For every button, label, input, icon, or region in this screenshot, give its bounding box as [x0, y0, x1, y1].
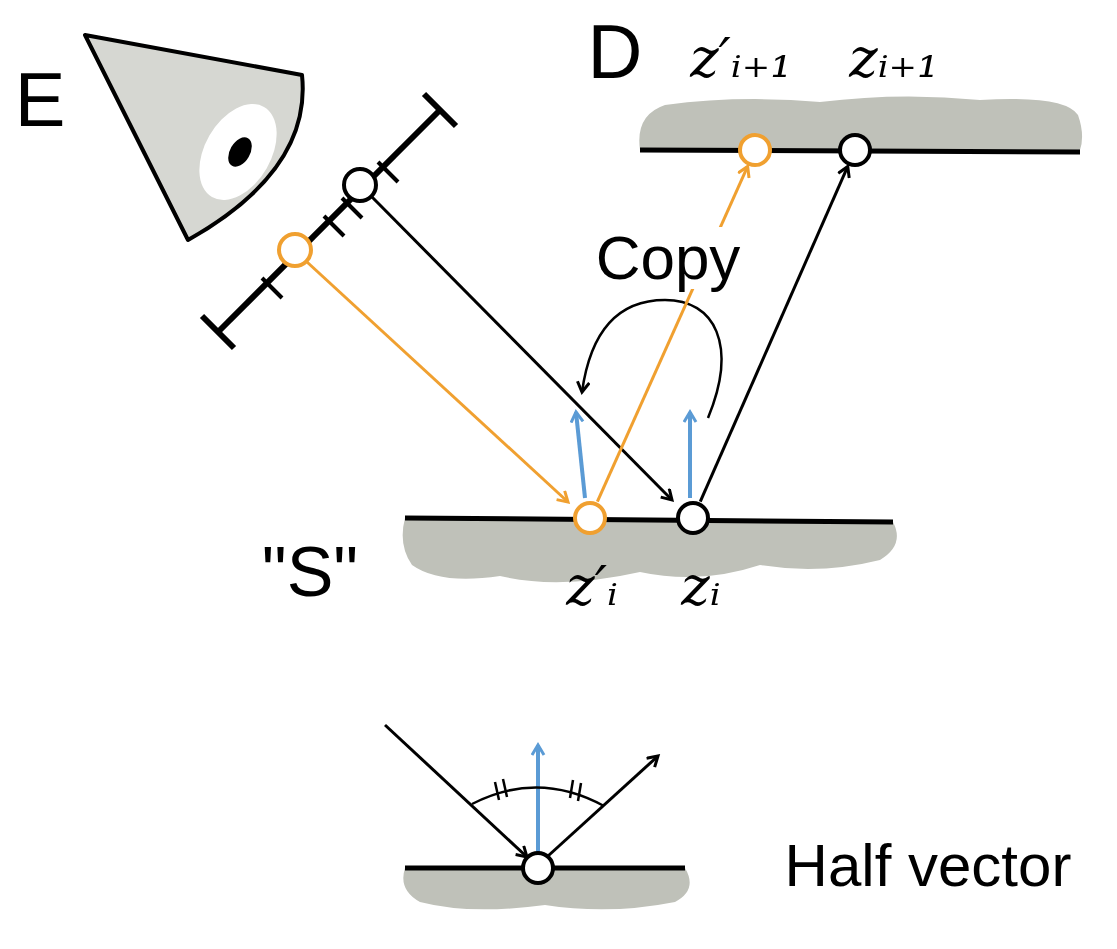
point-label: zᵢ₊₁: [849, 32, 938, 86]
copy-arrow: [582, 300, 721, 418]
point-label: z′ᵢ₊₁: [690, 32, 792, 86]
eye-icon: [85, 35, 303, 240]
inset-point: [523, 853, 553, 883]
sample-point: zᵢ₊₁: [838, 133, 872, 167]
incident-ray: [385, 725, 527, 857]
pixel-sample: [279, 234, 311, 266]
reflection-ray: [597, 166, 747, 501]
step-label: Copy: [592, 227, 745, 289]
caption-label: Half vector: [785, 836, 1072, 896]
sample-point: z′ᵢ₊₁: [738, 133, 772, 167]
eye-white: [183, 90, 292, 213]
sample-point: z′ᵢ: [573, 501, 607, 535]
image-plane: [202, 94, 456, 348]
surface-line: [405, 518, 893, 522]
ray: [307, 262, 568, 502]
point-label: zᵢ: [681, 560, 720, 614]
half-vector-arrow: [576, 412, 585, 498]
half-vector-arrow: [688, 412, 692, 498]
surface-s: [403, 518, 897, 582]
half-vector-arrow: [536, 745, 540, 852]
eye-pupil: [223, 133, 256, 171]
point-label: z′ᵢ: [566, 560, 618, 614]
equal-angle-ticks: [495, 779, 581, 801]
surface-label: "S": [262, 537, 358, 607]
pixel-sample: [344, 169, 376, 201]
surface-label: D: [588, 14, 643, 90]
sample-point: zᵢ: [676, 501, 710, 535]
angle-arc: [472, 787, 604, 806]
reflection-ray: [700, 166, 847, 501]
viewer-label: E: [15, 62, 66, 138]
